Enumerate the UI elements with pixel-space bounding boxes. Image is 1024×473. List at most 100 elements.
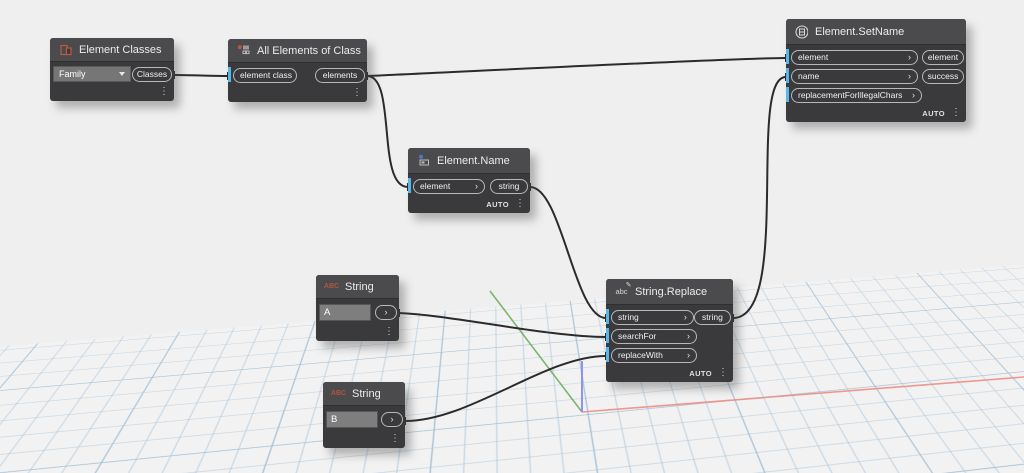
node-element-name[interactable]: Element.Name element › string AUTO ⋮ — [408, 148, 530, 213]
output-port-string[interactable]: string — [693, 309, 731, 325]
port-chevron-icon: › — [390, 414, 394, 424]
node-menu-icon[interactable]: ⋮ — [352, 87, 362, 98]
port-chevron-icon: › — [683, 311, 687, 322]
node-element-classes[interactable]: Element Classes Family Classes ⋮ — [50, 38, 174, 101]
port-chevron-icon: › — [908, 70, 911, 81]
port-label: string — [618, 312, 639, 322]
dropdown-value: Family — [59, 69, 86, 79]
wire-a-to-searchfor[interactable] — [398, 312, 607, 338]
node-menu-icon[interactable]: ⋮ — [718, 367, 728, 378]
node-header[interactable]: Element.SetName — [786, 19, 966, 45]
input-port-element[interactable]: element › — [413, 178, 485, 194]
port-label: name — [798, 71, 820, 81]
input-accent — [606, 328, 609, 343]
dropdown-chevron-icon — [119, 72, 125, 76]
node-element-setname[interactable]: Element.SetName element › element name › — [786, 19, 966, 122]
port-chevron-icon: › — [912, 89, 915, 100]
all-elements-of-class-icon — [237, 44, 250, 57]
output-port[interactable]: › — [375, 305, 397, 320]
node-title: String.Replace — [635, 285, 708, 298]
node-header[interactable]: Element Classes — [50, 38, 174, 62]
port-label: string — [498, 181, 520, 191]
node-string-a[interactable]: ABC String A › ⋮ — [316, 275, 399, 341]
input-accent — [606, 347, 609, 362]
string-value: A — [324, 307, 331, 318]
input-port-element-class[interactable]: element class — [233, 67, 297, 83]
input-port-replacewith[interactable]: replaceWith › — [611, 347, 697, 363]
node-menu-icon[interactable]: ⋮ — [951, 107, 961, 118]
node-header[interactable]: All Elements of Class — [228, 39, 367, 63]
wire-replace-to-setname-name[interactable] — [732, 76, 787, 319]
input-port-searchfor[interactable]: searchFor › — [611, 328, 697, 344]
port-label: element class — [240, 70, 292, 80]
input-port-name[interactable]: name › — [791, 68, 918, 84]
node-menu-icon[interactable]: ⋮ — [159, 86, 169, 97]
input-accent — [408, 178, 411, 193]
input-accent — [786, 49, 789, 64]
port-chevron-icon: › — [475, 180, 478, 191]
lacing-label: AUTO — [689, 368, 712, 378]
input-port-replacementforillegalchars[interactable]: replacementForIllegalChars › — [791, 87, 922, 103]
node-string-b[interactable]: ABC String B › ⋮ — [323, 382, 405, 448]
wire-elements-to-elementname[interactable] — [366, 75, 409, 188]
port-label: element — [420, 181, 451, 191]
port-label: element — [798, 52, 829, 62]
wire-b-to-replacewith[interactable] — [404, 355, 607, 422]
class-dropdown[interactable]: Family — [53, 66, 131, 82]
output-port-classes[interactable]: Classes — [132, 66, 172, 82]
node-menu-icon[interactable]: ⋮ — [390, 433, 400, 444]
output-port[interactable]: › — [381, 412, 403, 427]
lacing-label: AUTO — [922, 108, 945, 118]
element-classes-icon — [59, 43, 72, 56]
lacing-label: AUTO — [486, 199, 509, 209]
node-header[interactable]: abc✎ String.Replace — [606, 279, 733, 305]
axes — [489, 290, 1024, 413]
node-title: String — [352, 387, 381, 400]
string-value: B — [331, 414, 338, 425]
node-header[interactable]: Element.Name — [408, 148, 530, 174]
port-label: searchFor — [618, 331, 657, 341]
string-value-input[interactable]: A — [319, 304, 371, 321]
string-icon: ABC — [330, 390, 347, 397]
string-replace-icon: abc✎ — [615, 282, 632, 296]
node-menu-icon[interactable]: ⋮ — [515, 198, 525, 209]
port-label: replaceWith — [618, 350, 663, 360]
port-label: elements — [322, 70, 358, 80]
node-title: Element.SetName — [815, 25, 905, 38]
pencil-icon: ✎ — [625, 282, 632, 289]
x-axis-red — [581, 376, 1024, 413]
element-name-icon — [417, 154, 430, 167]
node-header[interactable]: ABC String — [316, 275, 399, 299]
port-chevron-icon: › — [687, 330, 690, 341]
port-label: success — [927, 71, 959, 81]
port-chevron-icon: › — [384, 307, 388, 317]
node-title: Element.Name — [437, 154, 510, 167]
output-port-string[interactable]: string — [490, 178, 528, 194]
node-string-replace[interactable]: abc✎ String.Replace string › string sear… — [606, 279, 733, 382]
port-chevron-icon: › — [908, 51, 911, 62]
string-icon: ABC — [323, 283, 340, 290]
node-title: Element Classes — [79, 43, 162, 56]
input-accent — [228, 67, 231, 82]
output-port-element[interactable]: element — [922, 49, 964, 65]
port-chevron-icon: › — [687, 349, 690, 360]
port-label: replacementForIllegalChars — [798, 90, 903, 100]
string-value-input[interactable]: B — [326, 411, 378, 428]
node-title: All Elements of Class — [257, 44, 361, 57]
element-setname-icon — [795, 24, 808, 39]
node-header[interactable]: ABC String — [323, 382, 405, 406]
output-port-success[interactable]: success — [922, 68, 964, 84]
node-all-elements-of-class[interactable]: All Elements of Class element class elem… — [228, 39, 367, 102]
wire-classes-to-elementclass[interactable] — [173, 74, 229, 77]
y-axis-green — [489, 290, 583, 413]
port-label: string — [702, 312, 723, 322]
node-menu-icon[interactable]: ⋮ — [384, 326, 394, 337]
input-port-element[interactable]: element › — [791, 49, 918, 65]
port-label: element — [927, 52, 959, 62]
wire-string-to-replace-string[interactable] — [529, 186, 607, 319]
wire-elements-to-setname-element[interactable] — [366, 57, 787, 77]
input-accent — [786, 87, 789, 102]
output-port-elements[interactable]: elements — [315, 67, 365, 83]
input-port-string[interactable]: string › — [611, 309, 694, 325]
